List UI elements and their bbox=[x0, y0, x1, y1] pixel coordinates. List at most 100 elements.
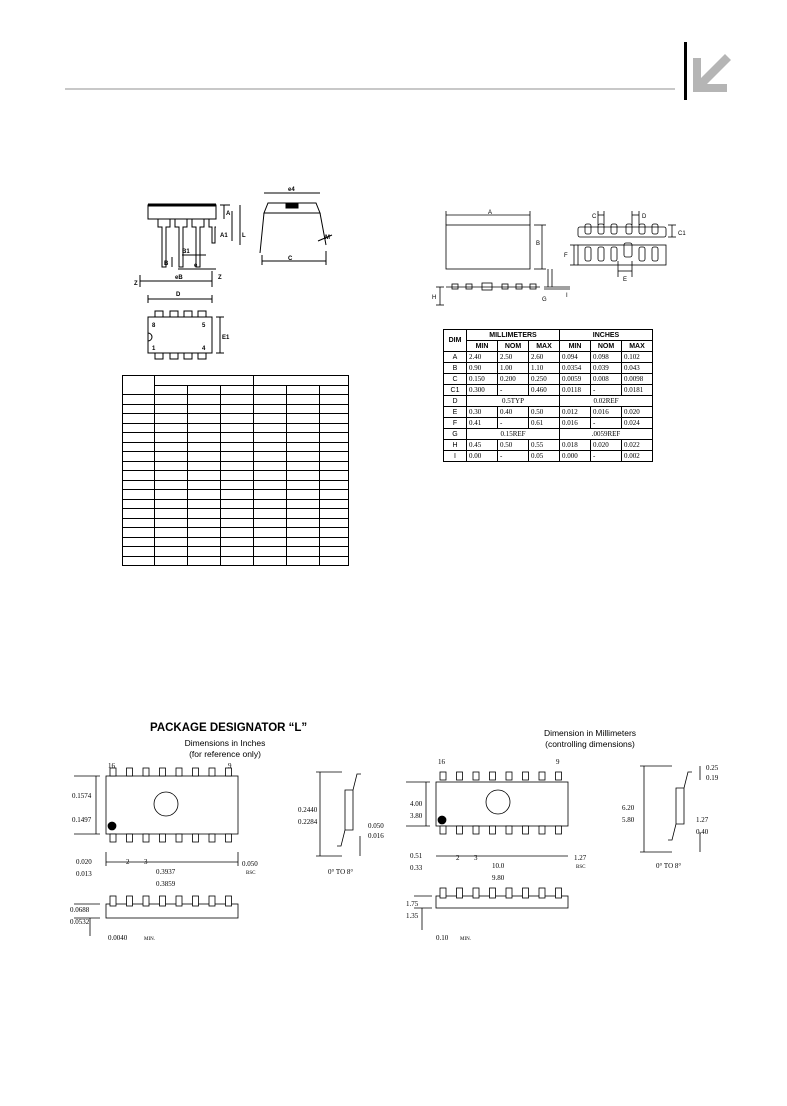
inch-foot-max: 0.050 bbox=[368, 822, 384, 830]
dfn-label-g: G bbox=[542, 297, 547, 303]
blank-row bbox=[122, 441, 349, 452]
inch-header: INCHES bbox=[559, 329, 653, 341]
blank-cell bbox=[253, 555, 287, 566]
blank-cell bbox=[187, 413, 221, 424]
blank-cell bbox=[154, 451, 188, 462]
value-cell: 1.10 bbox=[528, 362, 560, 374]
blank-cell bbox=[319, 384, 349, 395]
lead bbox=[439, 771, 447, 781]
blank-cell bbox=[319, 546, 349, 557]
blank-row bbox=[122, 479, 349, 490]
mm-min: MIN. bbox=[460, 937, 471, 942]
blank-cell bbox=[154, 546, 188, 557]
blank-cell bbox=[253, 470, 287, 481]
lead bbox=[225, 833, 232, 843]
pin-label-4: 4 bbox=[202, 346, 206, 352]
blank-cell bbox=[253, 451, 287, 462]
blank-cell bbox=[319, 394, 349, 405]
blank-cell bbox=[154, 460, 188, 471]
blank-cell bbox=[319, 413, 349, 424]
blank-row bbox=[122, 555, 349, 566]
lead bbox=[522, 771, 529, 781]
blank-cell bbox=[220, 498, 254, 509]
lead bbox=[505, 825, 513, 835]
inch-foot-min: 0.016 bbox=[368, 832, 384, 840]
blank-row bbox=[122, 460, 349, 471]
blank-cell bbox=[187, 403, 221, 414]
blank-cell bbox=[286, 555, 320, 566]
mm-bsc: BSC bbox=[576, 865, 586, 870]
mm-lead-min: 0.33 bbox=[410, 864, 423, 872]
dfn-package-drawing: A B C D C1 F E H G I bbox=[432, 210, 686, 306]
blank-cell bbox=[220, 441, 254, 452]
inch-pin-3: 3 bbox=[144, 858, 148, 866]
inch-width-max: 0.1574 bbox=[72, 792, 92, 800]
lead bbox=[126, 833, 133, 843]
lead bbox=[225, 767, 232, 777]
blank-cell bbox=[286, 508, 320, 519]
lead bbox=[109, 833, 117, 843]
value-cell: 0.41 bbox=[466, 417, 498, 429]
blank-cell bbox=[220, 422, 254, 433]
dim-cell: C bbox=[443, 373, 467, 385]
blank-cell bbox=[122, 517, 155, 528]
sub-header-4: NOM bbox=[590, 340, 622, 352]
blank-cell bbox=[220, 527, 254, 538]
blank-cell bbox=[253, 479, 287, 490]
blank-cell bbox=[253, 508, 287, 519]
blank-row bbox=[122, 451, 349, 462]
value-cell: 2.40 bbox=[466, 351, 498, 363]
blank-cell bbox=[154, 432, 188, 443]
dim-cell: E bbox=[443, 406, 467, 418]
value-cell: 0.0059 bbox=[559, 373, 591, 385]
blank-cell bbox=[220, 403, 254, 414]
blank-cell bbox=[319, 489, 349, 500]
lead bbox=[175, 895, 183, 907]
mm-lead-thick-max: 0.25 bbox=[706, 764, 719, 772]
blank-cell bbox=[286, 413, 320, 424]
blank-cell bbox=[122, 375, 155, 395]
value-cell: 0.45 bbox=[466, 439, 498, 451]
blank-cell bbox=[220, 508, 254, 519]
mm-foot-min: 0.40 bbox=[696, 828, 709, 836]
value-cell: 0.098 bbox=[590, 351, 622, 363]
soic-mm-drawing: 16 9 2 3 4.00 3.80 0.51 0.33 10.0 9.80 1… bbox=[406, 758, 719, 942]
blank-cell bbox=[154, 394, 188, 405]
inch-length-max: 0.3937 bbox=[156, 868, 176, 876]
value-cell: 0.200 bbox=[497, 373, 529, 385]
blank-cell bbox=[253, 460, 287, 471]
header-divider bbox=[684, 42, 687, 100]
value-cell: - bbox=[590, 417, 622, 429]
blank-cell bbox=[319, 517, 349, 528]
inch-height-max: 0.0688 bbox=[70, 906, 90, 914]
dfn-label-d: D bbox=[642, 214, 647, 220]
label-m: M bbox=[325, 235, 330, 241]
value-cell: 0.0181 bbox=[621, 384, 653, 396]
lead bbox=[555, 771, 562, 781]
blank-cell bbox=[286, 527, 320, 538]
lead bbox=[159, 895, 166, 907]
right-subtitle-1: Dimension in Millimeters bbox=[543, 728, 637, 738]
blank-cell bbox=[187, 498, 221, 509]
blank-cell bbox=[154, 384, 188, 395]
label-a1: A1 bbox=[220, 233, 228, 239]
label-c: C bbox=[288, 256, 293, 262]
mm-pin-16: 16 bbox=[438, 758, 446, 766]
blank-row bbox=[122, 546, 349, 557]
lead bbox=[538, 771, 546, 781]
value-cell: 0.043 bbox=[621, 362, 653, 374]
blank-cell bbox=[319, 403, 349, 414]
lead bbox=[208, 895, 216, 907]
value-cell: 0.50 bbox=[528, 406, 560, 418]
lead bbox=[489, 887, 496, 899]
dim-cell: D bbox=[443, 395, 467, 407]
lead bbox=[456, 771, 463, 781]
blank-cell bbox=[122, 489, 155, 500]
blank-cell bbox=[154, 536, 188, 547]
blank-cell bbox=[122, 413, 155, 424]
